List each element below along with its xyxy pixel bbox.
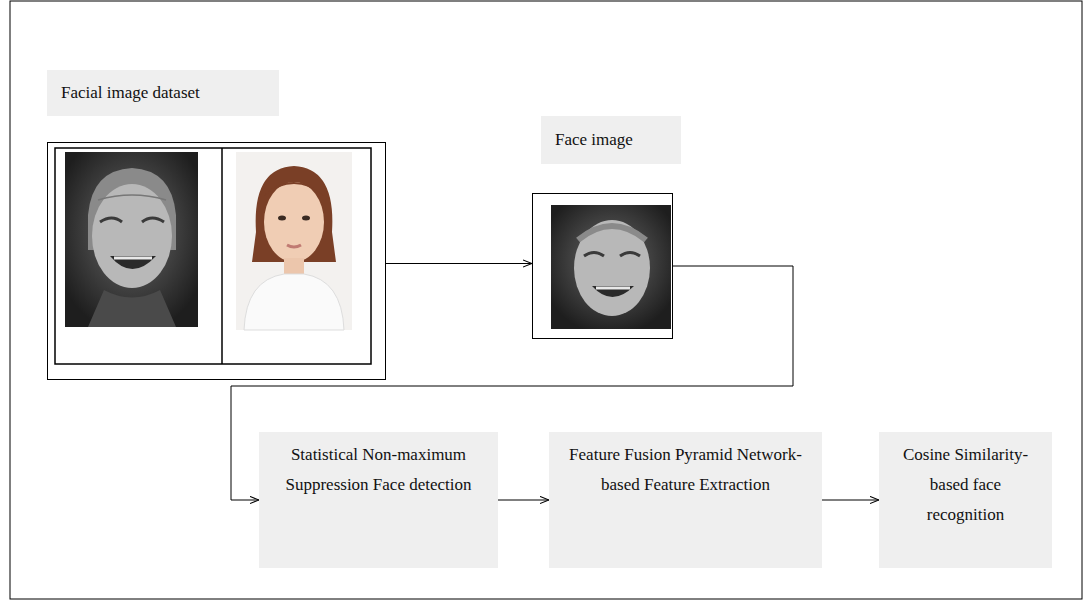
box-text: Cosine Similarity-based face recognition — [891, 440, 1040, 530]
frame-divider — [221, 148, 223, 364]
outer-frame — [10, 1, 1082, 599]
process-box: Feature Fusion Pyramid Network-based Fea… — [549, 432, 822, 568]
young-woman-photo — [236, 152, 352, 330]
box-text: Feature Fusion Pyramid Network-based Fea… — [561, 440, 810, 500]
process-box: Statistical Non-maximum Suppression Face… — [259, 432, 498, 568]
caption-label: Facial image dataset — [47, 70, 279, 116]
box-text: Statistical Non-maximum Suppression Face… — [271, 440, 486, 500]
caption-label: Face image — [541, 116, 681, 164]
flow-arrow — [498, 500, 549, 501]
image-frame: Facial image dataset — [47, 142, 386, 380]
image-frame: Face image — [532, 193, 673, 339]
face-image-photo — [551, 205, 671, 329]
flow-arrow — [822, 500, 879, 501]
flow-arrow — [386, 263, 532, 264]
process-box: Cosine Similarity-based face recognition — [879, 432, 1052, 568]
old-woman-photo — [65, 152, 198, 327]
inner-frame — [55, 148, 371, 364]
